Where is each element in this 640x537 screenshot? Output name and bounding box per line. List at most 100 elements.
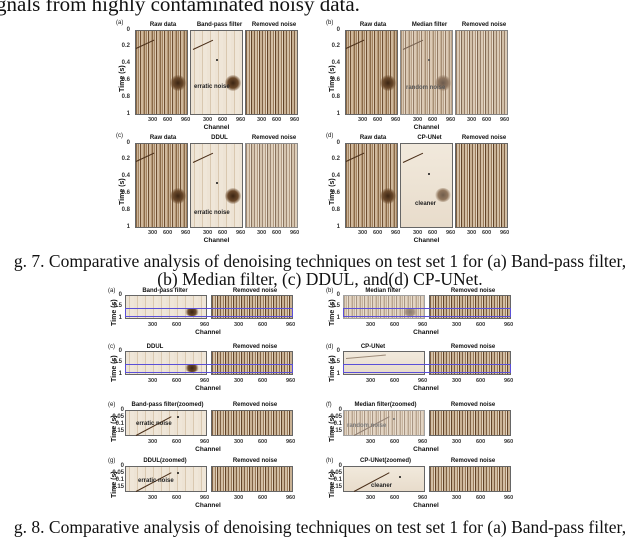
y-tick: 0.05	[330, 414, 342, 420]
removed-noise-image	[429, 351, 511, 375]
x-tick: 960	[290, 117, 300, 123]
x-tick: 300	[148, 378, 158, 384]
fig8-panel-b: (b) Median filter Removed noise Time (s)…	[326, 288, 526, 336]
y-tick: 0.05	[112, 414, 124, 420]
removed-noise-image	[245, 143, 298, 228]
y-tick: 0.15	[112, 484, 124, 490]
y-tick: 0.6	[331, 77, 340, 83]
removed-noise-image	[245, 30, 298, 115]
fig7-panel-c: (c) Raw data DDUL Removed noise Time (s)…	[116, 133, 316, 248]
y-tick: 0	[120, 407, 124, 413]
y-tick: 0.1	[333, 477, 342, 483]
y-tick: 1	[118, 371, 122, 377]
filtered-image: erratic noise	[125, 410, 207, 436]
panel-label: (b)	[326, 288, 334, 294]
fig7-panel-a: (a) Raw data Band-pass filter Removed no…	[116, 20, 300, 131]
y-tick: 0.15	[330, 484, 342, 490]
x-tick: 960	[181, 230, 191, 236]
x-tick: 600	[390, 439, 400, 445]
panel-title: Raw data	[359, 22, 387, 28]
y-tick: 0	[336, 348, 340, 354]
x-tick: 300	[148, 439, 158, 445]
fig7-caption-line1: g. 7. Comparative analysis of denoising …	[13, 251, 627, 271]
y-tick: 0	[338, 463, 342, 469]
x-tick: 300	[148, 322, 158, 328]
panel-title: Removed noise	[232, 458, 278, 464]
x-axis-label: Channel	[195, 329, 221, 336]
x-tick: 960	[504, 439, 514, 445]
x-tick: 300	[366, 439, 376, 445]
x-tick: 600	[172, 322, 182, 328]
x-tick: 300	[257, 230, 267, 236]
panel-title: DDUL(zoomed)	[143, 458, 187, 464]
x-axis-label: Channel	[195, 385, 221, 392]
y-tick: 0.05	[112, 470, 124, 476]
filtered-image: random noise	[343, 410, 425, 436]
y-tick: 1	[336, 111, 340, 117]
panel-label: (a)	[116, 20, 124, 26]
x-tick: 960	[236, 117, 246, 123]
x-tick: 300	[452, 495, 462, 501]
x-axis-label: Channel	[413, 446, 439, 453]
y-tick: 0.8	[331, 207, 340, 213]
fig8-panel-a: (a) Band-pass filter Removed noise Time …	[108, 288, 308, 336]
panel-title: Band-pass filter(zoomed)	[131, 402, 204, 408]
y-tick: 0.8	[121, 94, 130, 100]
raw-data-image	[345, 30, 398, 115]
x-tick: 300	[366, 378, 376, 384]
y-tick: 0.6	[121, 190, 130, 196]
removed-noise-image	[211, 351, 293, 375]
annotation: erratic noise	[194, 210, 230, 216]
removed-noise-image	[429, 466, 511, 492]
panel-title: Removed noise	[232, 344, 278, 350]
x-tick: 300	[413, 230, 423, 236]
panel-title: Raw data	[359, 135, 387, 141]
highlight-box	[343, 308, 511, 317]
y-tick: 0.4	[121, 173, 130, 179]
x-tick: 300	[467, 117, 477, 123]
y-tick: 0.6	[331, 190, 340, 196]
x-tick: 300	[234, 495, 244, 501]
panel-label: (f)	[326, 402, 332, 408]
x-tick: 960	[446, 117, 456, 123]
x-tick: 300	[203, 117, 213, 123]
fig7-caption-line2: (b) Median filter, (c) DDUL, and(d) CP-U…	[157, 269, 483, 289]
x-tick: 600	[373, 230, 383, 236]
x-tick: 300	[148, 230, 158, 236]
y-tick: 0	[338, 407, 342, 413]
y-tick: 1	[336, 371, 340, 377]
filtered-image: erratic noise	[190, 143, 243, 228]
removed-noise-image	[429, 410, 511, 436]
x-tick: 300	[452, 322, 462, 328]
x-tick: 600	[258, 378, 268, 384]
x-tick: 600	[163, 230, 173, 236]
panel-title: Band-pass filter	[142, 288, 188, 294]
panel-label: (c)	[116, 133, 123, 139]
raw-data-image	[135, 30, 188, 115]
x-tick: 600	[172, 495, 182, 501]
x-tick: 600	[390, 495, 400, 501]
y-tick: 0	[336, 140, 340, 146]
x-tick: 960	[500, 117, 510, 123]
y-tick: 0.2	[121, 156, 130, 162]
removed-noise-image	[211, 295, 293, 319]
x-tick: 960	[391, 117, 401, 123]
y-tick: 0.4	[331, 173, 340, 179]
raw-data-image	[135, 143, 188, 228]
filtered-image: random noise	[400, 30, 453, 115]
y-tick: 0.2	[331, 156, 340, 162]
filtered-image	[343, 351, 425, 375]
x-tick: 960	[504, 495, 514, 501]
x-tick: 960	[286, 495, 296, 501]
x-tick: 600	[172, 439, 182, 445]
y-tick: 0.6	[121, 77, 130, 83]
x-tick: 960	[418, 495, 428, 501]
panel-title: Removed noise	[232, 402, 278, 408]
x-tick: 300	[366, 322, 376, 328]
highlight-box	[125, 308, 293, 317]
panel-title: Removed noise	[450, 344, 496, 350]
panel-label: (b)	[326, 20, 334, 26]
annotation: erratic noise	[138, 478, 174, 484]
panel-title: Removed noise	[450, 402, 496, 408]
x-axis-label: Channel	[413, 329, 439, 336]
